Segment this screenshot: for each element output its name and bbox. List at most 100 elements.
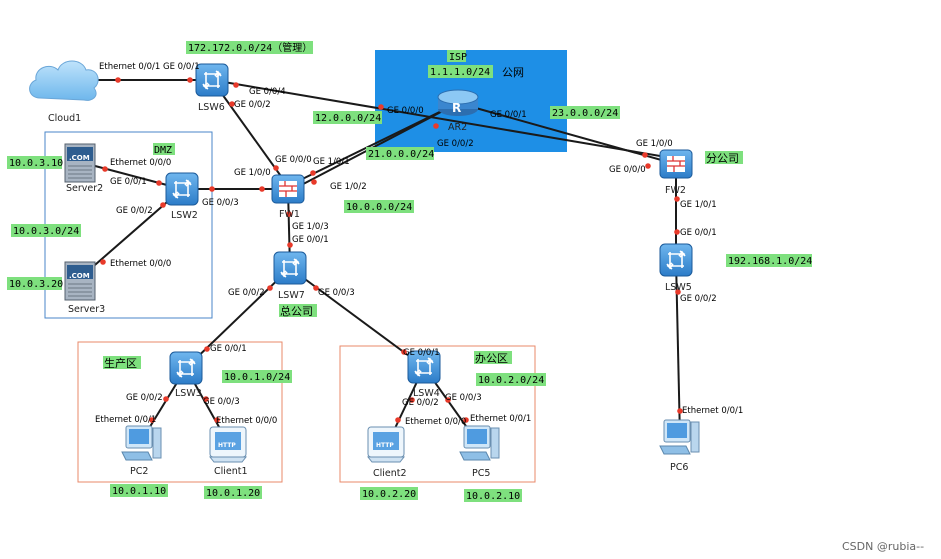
port-label: GE 1/0/1: [680, 200, 717, 210]
port-label: GE 0/0/2: [126, 393, 163, 403]
port-label: GE 0/0/1: [403, 348, 440, 358]
port-label: GE 1/0/2: [330, 182, 367, 192]
port-label: GE 0/0/3: [202, 198, 239, 208]
port-label: GE 0/0/2: [116, 206, 153, 216]
net10-label: 10.0.0.0/24: [346, 202, 412, 213]
port-label: Ethernet 0/0/1: [470, 414, 531, 424]
port-label: GE 0/0/1: [163, 62, 200, 72]
port-label: GE 1/0/3: [292, 222, 329, 232]
pc6-label: PC6: [670, 462, 688, 473]
fw2-label: FW2: [665, 185, 686, 196]
pc6-icon[interactable]: [659, 419, 700, 455]
port-label: Ethernet 0/0/0: [405, 417, 466, 427]
port-label: GE 0/0/0: [387, 106, 424, 116]
lsw3-switch-icon[interactable]: [169, 351, 203, 385]
watermark: CSDN @rubia--: [842, 540, 924, 553]
link-ar2-fw2: [457, 102, 673, 164]
router-glyph: R: [452, 101, 461, 115]
lsw6-switch-icon[interactable]: [195, 63, 229, 97]
port-label: GE 1/0/0: [234, 168, 271, 178]
ar2-router-icon[interactable]: R: [437, 89, 479, 116]
branch-zone-label: 分公司: [706, 152, 739, 165]
port-label: GE 0/0/1: [490, 110, 527, 120]
client2-label: Client2: [373, 468, 407, 479]
link-server2-lsw2: [79, 161, 183, 190]
lsw5-label: LSW5: [665, 282, 692, 293]
port-label: GE 0/0/1: [110, 177, 147, 187]
server2-glyph: .COM: [69, 154, 90, 162]
port-label: GE 0/0/3: [203, 397, 240, 407]
hq-zone-label: 总公司: [280, 304, 313, 318]
port-label: GE 0/0/3: [318, 288, 355, 298]
client2-glyph: HTTP: [376, 442, 394, 449]
production-zone-label: 生产区: [104, 356, 137, 370]
fw2-firewall-icon[interactable]: [659, 149, 693, 179]
port-label: Ethernet 0/0/0: [216, 416, 277, 426]
net23-label: 23.0.0.0/24: [552, 108, 618, 119]
pc5-icon[interactable]: [459, 425, 500, 461]
port-label: Ethernet 0/0/1: [99, 62, 160, 72]
server3-ip-label: 10.0.3.20: [9, 279, 63, 290]
lsw7-label: LSW7: [278, 290, 305, 301]
lsw4-label: LSW4: [413, 388, 440, 399]
net21-label: 21.0.0.0/24: [368, 149, 434, 160]
lsw2-label: LSW2: [171, 210, 198, 221]
public-net-label: 1.1.1.0/24: [430, 67, 490, 78]
fw1-firewall-icon[interactable]: [271, 174, 305, 204]
port-label: GE 0/0/2: [437, 139, 474, 149]
client2-icon[interactable]: HTTP: [367, 426, 405, 463]
server2-ip-label: 10.0.3.10: [9, 158, 63, 169]
lsw2-switch-icon[interactable]: [165, 172, 199, 206]
lsw3-label: LSW3: [175, 388, 202, 399]
client1-icon[interactable]: HTTP: [209, 426, 247, 463]
lsw7-switch-icon[interactable]: [273, 251, 307, 285]
port-label: Ethernet 0/0/1: [682, 406, 743, 416]
office-zone-label: 办公区: [475, 352, 508, 365]
port-labels: Ethernet 0/0/1 GE 0/0/1 GE 0/0/4 GE 0/0/…: [95, 62, 743, 427]
port-label: GE 0/0/2: [228, 288, 265, 298]
server3-label: Server3: [68, 304, 105, 315]
link-lsw7-lsw3: [185, 267, 291, 369]
isp-label: ISP: [449, 52, 467, 63]
server3-icon[interactable]: .COM: [64, 261, 96, 301]
fw1-label: FW1: [279, 209, 300, 220]
highlight-labels: 172.172.0.0/24（管理） ISP 1.1.1.0/24 12.0.0…: [7, 41, 812, 502]
branch-net-label: 192.168.1.0/24: [728, 256, 812, 267]
port-label: GE 1/0/0: [636, 139, 673, 149]
port-label: GE 0/0/2: [402, 398, 439, 408]
port-label: GE 0/0/1: [210, 344, 247, 354]
port-label: GE 0/0/0: [275, 155, 312, 165]
port-dots: [100, 77, 683, 423]
ar2-label: AR2: [448, 122, 467, 133]
client2-ip-label: 10.0.2.20: [362, 489, 416, 500]
port-label: GE 0/0/1: [680, 228, 717, 238]
server3-glyph: .COM: [69, 272, 90, 280]
port-label: GE 0/0/4: [249, 87, 286, 97]
prod-net-label: 10.0.1.0/24: [224, 372, 290, 383]
net12-label: 12.0.0.0/24: [315, 113, 381, 124]
pc2-icon[interactable]: [121, 425, 162, 461]
port-label: GE 0/0/0: [609, 165, 646, 175]
pc5-ip-label: 10.0.2.10: [466, 491, 520, 502]
pc5-label: PC5: [472, 468, 490, 479]
client1-glyph: HTTP: [218, 442, 236, 449]
client1-label: Client1: [214, 466, 248, 477]
port-label: GE 1/0/1: [313, 157, 350, 167]
office-zone-box: [339, 345, 536, 483]
client1-ip-label: 10.0.1.20: [206, 488, 260, 499]
cloud1-icon[interactable]: [29, 60, 99, 101]
cloud1-label: Cloud1: [48, 113, 81, 124]
link-lsw6-fw2: [211, 79, 673, 159]
port-label: GE 0/0/2: [234, 100, 271, 110]
pc2-ip-label: 10.0.1.10: [112, 486, 166, 497]
port-label: GE 0/0/1: [292, 235, 329, 245]
port-label: GE 0/0/3: [445, 393, 482, 403]
server2-icon[interactable]: .COM: [64, 143, 96, 183]
port-label: Ethernet 0/0/1: [95, 415, 156, 425]
port-label: Ethernet 0/0/0: [110, 158, 171, 168]
dmz-label: DMZ: [154, 145, 172, 156]
port-label: Ethernet 0/0/0: [110, 259, 171, 269]
lsw5-switch-icon[interactable]: [659, 243, 693, 277]
mgmt-net-label: 172.172.0.0/24（管理）: [188, 41, 312, 54]
